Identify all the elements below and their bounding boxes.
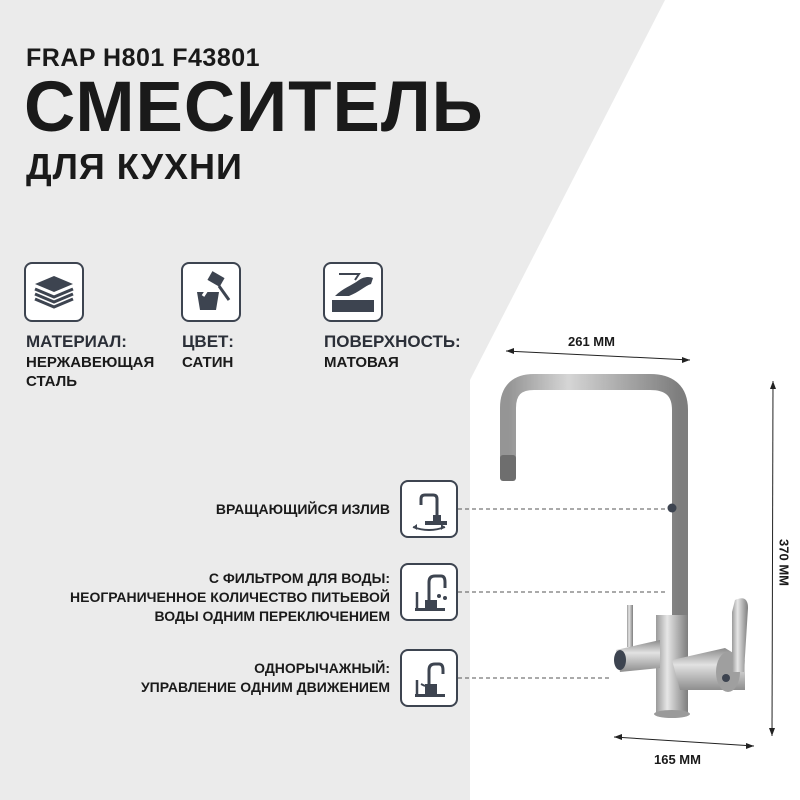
callout-line: С ФИЛЬТРОМ ДЛЯ ВОДЫ: bbox=[208, 570, 390, 586]
surface-hand-icon bbox=[323, 262, 383, 322]
material-label: МАТЕРИАЛ: bbox=[26, 332, 127, 351]
material-value-line-2: СТАЛЬ bbox=[26, 373, 77, 390]
surface-label: ПОВЕРХНОСТЬ: bbox=[324, 332, 461, 351]
color-label: ЦВЕТ: bbox=[182, 332, 234, 351]
callout-line: НЕОГРАНИЧЕННОЕ КОЛИЧЕСТВО ПИТЬЕВОЙ bbox=[70, 589, 390, 605]
callout-single-lever-text: ОДНОРЫЧАЖНЫЙ: УПРАВЛЕНИЕ ОДНИМ ДВИЖЕНИЕМ bbox=[141, 659, 390, 697]
rotating-spout-icon bbox=[400, 480, 458, 538]
material-layers-icon bbox=[24, 262, 84, 322]
dimension-spout-reach: 261 ММ bbox=[568, 334, 615, 349]
callout-line: ВРАЩАЮЩИЙСЯ ИЗЛИВ bbox=[215, 501, 390, 517]
material-value-line-1: НЕРЖАВЕЮЩАЯ bbox=[26, 354, 155, 371]
dimension-height: 370 ММ bbox=[776, 539, 792, 586]
callout-line: УПРАВЛЕНИЕ ОДНИМ ДВИЖЕНИЕМ bbox=[140, 679, 390, 695]
dimension-base: 165 ММ bbox=[654, 752, 701, 767]
surface-value: МАТОВАЯ bbox=[324, 354, 399, 371]
callout-line: ВОДЫ ОДНИМ ПЕРЕКЛЮЧЕНИЕМ bbox=[154, 608, 390, 624]
callout-filter-text: С ФИЛЬТРОМ ДЛЯ ВОДЫ: НЕОГРАНИЧЕННОЕ КОЛИ… bbox=[70, 569, 390, 626]
page-title: СМЕСИТЕЛЬ bbox=[24, 68, 484, 147]
callout-line: ОДНОРЫЧАЖНЫЙ: bbox=[254, 660, 390, 676]
page-subtitle: ДЛЯ КУХНИ bbox=[26, 146, 243, 187]
paint-bucket-icon bbox=[181, 262, 241, 322]
filter-faucet-icon bbox=[400, 563, 458, 621]
brand-model: FRAP H801 F43801 bbox=[26, 44, 261, 72]
single-lever-icon bbox=[400, 649, 458, 707]
color-value: САТИН bbox=[182, 354, 234, 371]
callout-rotating-spout-text: ВРАЩАЮЩИЙСЯ ИЗЛИВ bbox=[216, 500, 390, 519]
